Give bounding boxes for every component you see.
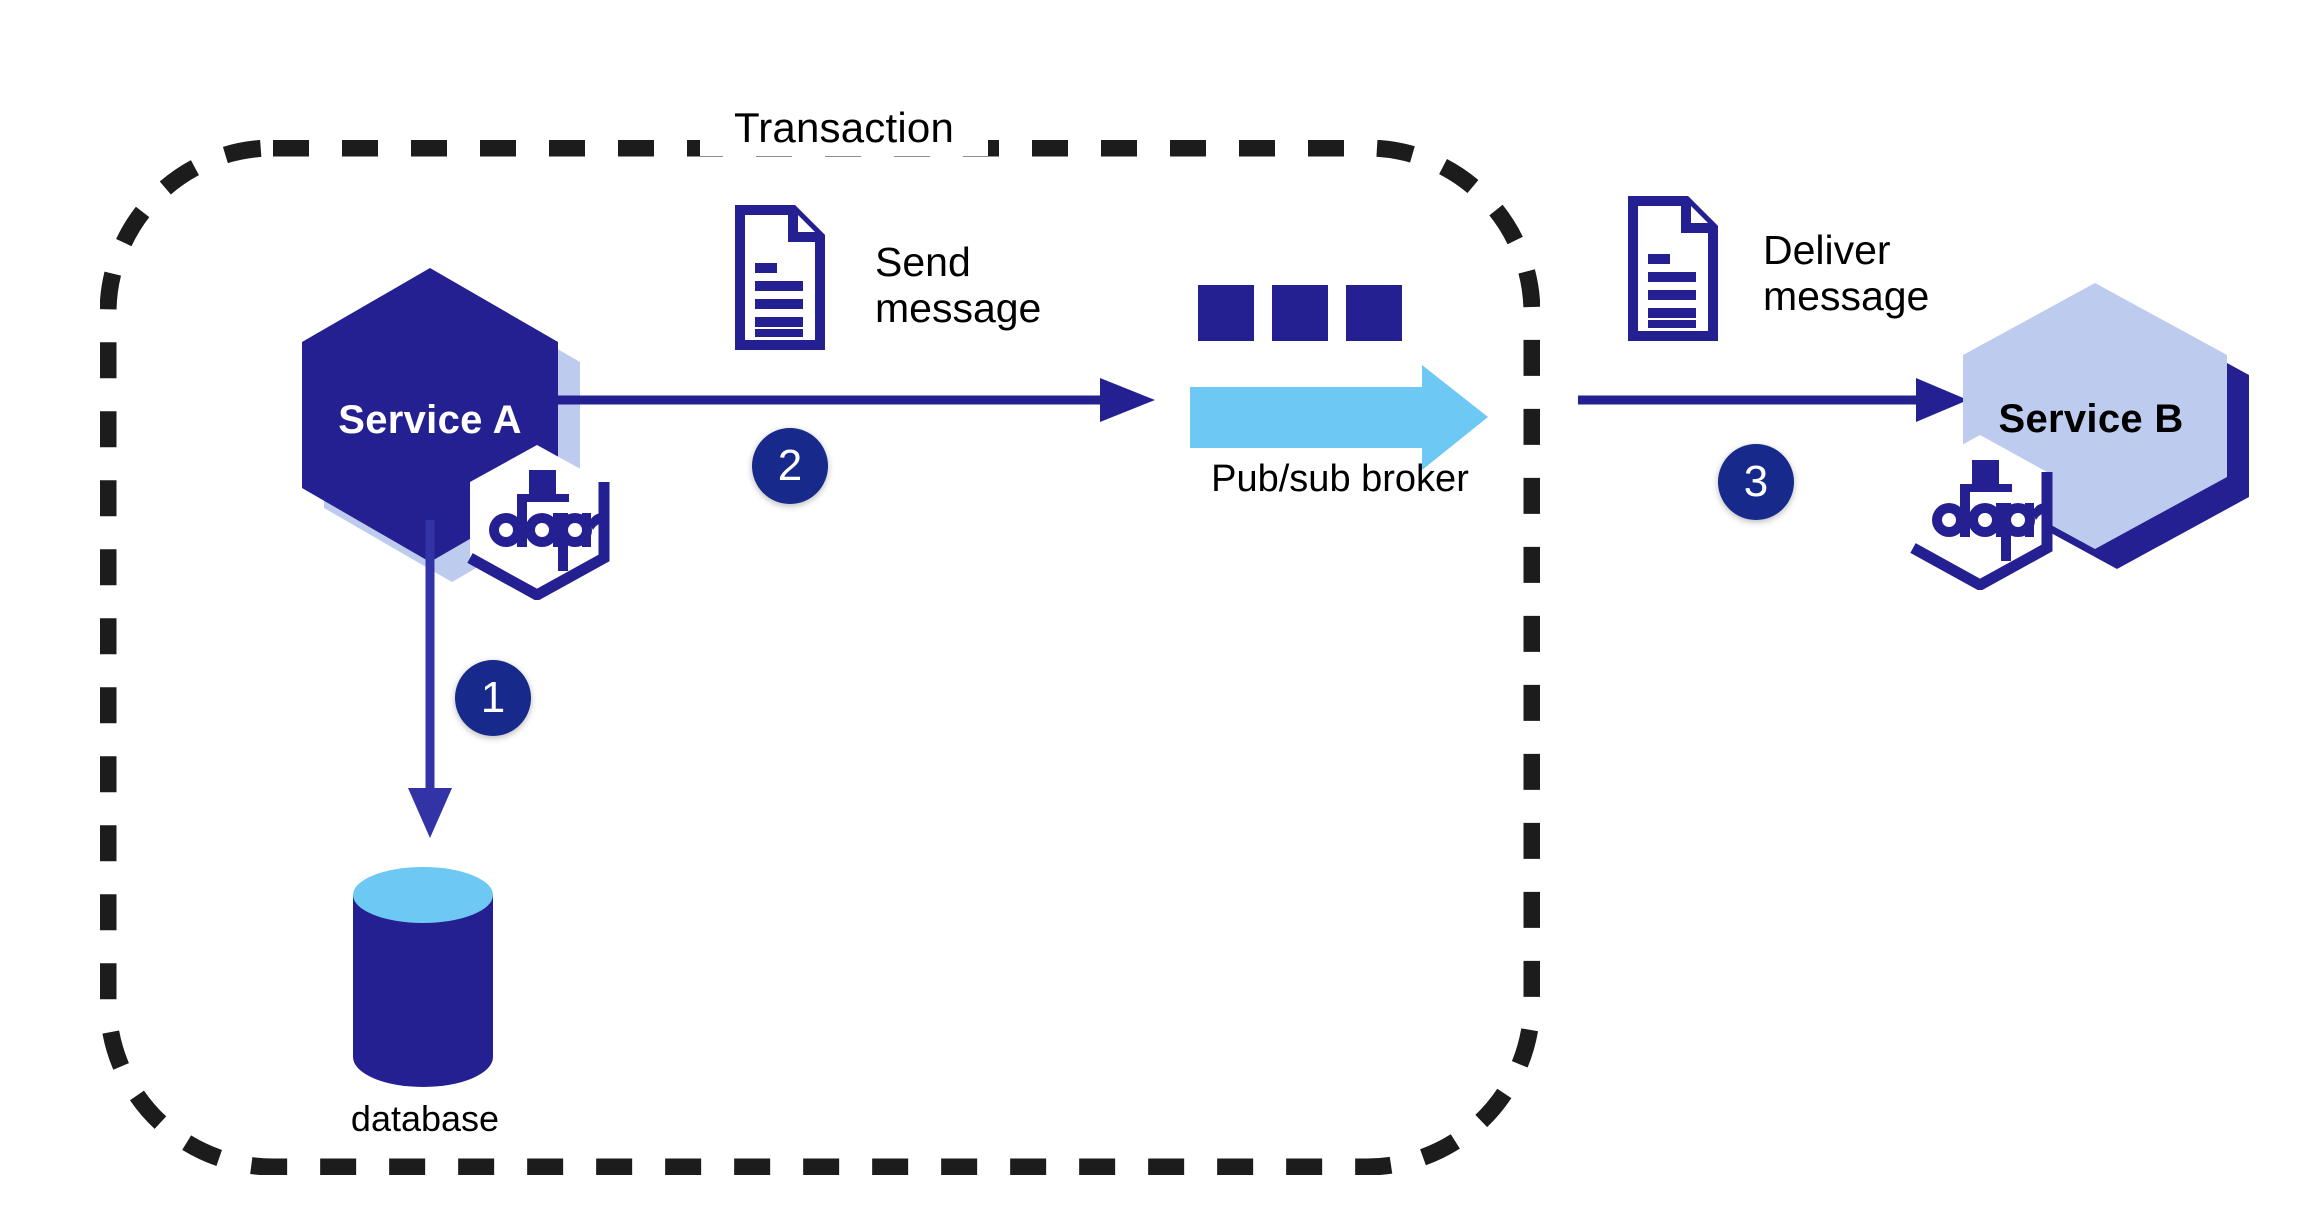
document-icon bbox=[735, 205, 825, 350]
arrow-broker-to-service-b bbox=[1578, 378, 1968, 422]
dapr-logo-icon bbox=[467, 445, 610, 602]
transaction-boundary bbox=[100, 140, 1540, 1175]
deliver-message-label: Deliver message bbox=[1763, 227, 1930, 319]
transaction-label: Transaction bbox=[700, 100, 988, 157]
pubsub-broker-label: Pub/sub broker bbox=[1211, 458, 1469, 500]
send-message-label: Send message bbox=[875, 239, 1042, 331]
step-badge-1: 1 bbox=[455, 660, 531, 736]
broker-square-2 bbox=[1272, 285, 1328, 341]
dapr-badge-service-a bbox=[462, 440, 612, 602]
database-cylinder-icon[interactable] bbox=[348, 865, 498, 1090]
database-label: database bbox=[350, 1098, 500, 1139]
deliver-message-document-icon bbox=[1628, 196, 1718, 346]
broker-square-3 bbox=[1346, 285, 1402, 341]
arrow-service-a-to-broker bbox=[555, 378, 1155, 422]
dapr-logo-icon bbox=[1910, 435, 2053, 592]
dapr-badge-service-b bbox=[1905, 430, 2055, 592]
arrow-service-a-to-database bbox=[408, 520, 452, 838]
broker-square-1 bbox=[1198, 285, 1254, 341]
step-badge-3: 3 bbox=[1718, 444, 1794, 520]
pubsub-broker-node[interactable] bbox=[1190, 285, 1490, 470]
dapr-tophat-icon bbox=[1960, 460, 2012, 492]
send-message-document-icon bbox=[735, 205, 825, 355]
broker-arrow-icon bbox=[1190, 365, 1488, 470]
dapr-tophat-icon bbox=[517, 470, 569, 502]
step-badge-2: 2 bbox=[752, 428, 828, 504]
document-icon bbox=[1628, 196, 1718, 341]
